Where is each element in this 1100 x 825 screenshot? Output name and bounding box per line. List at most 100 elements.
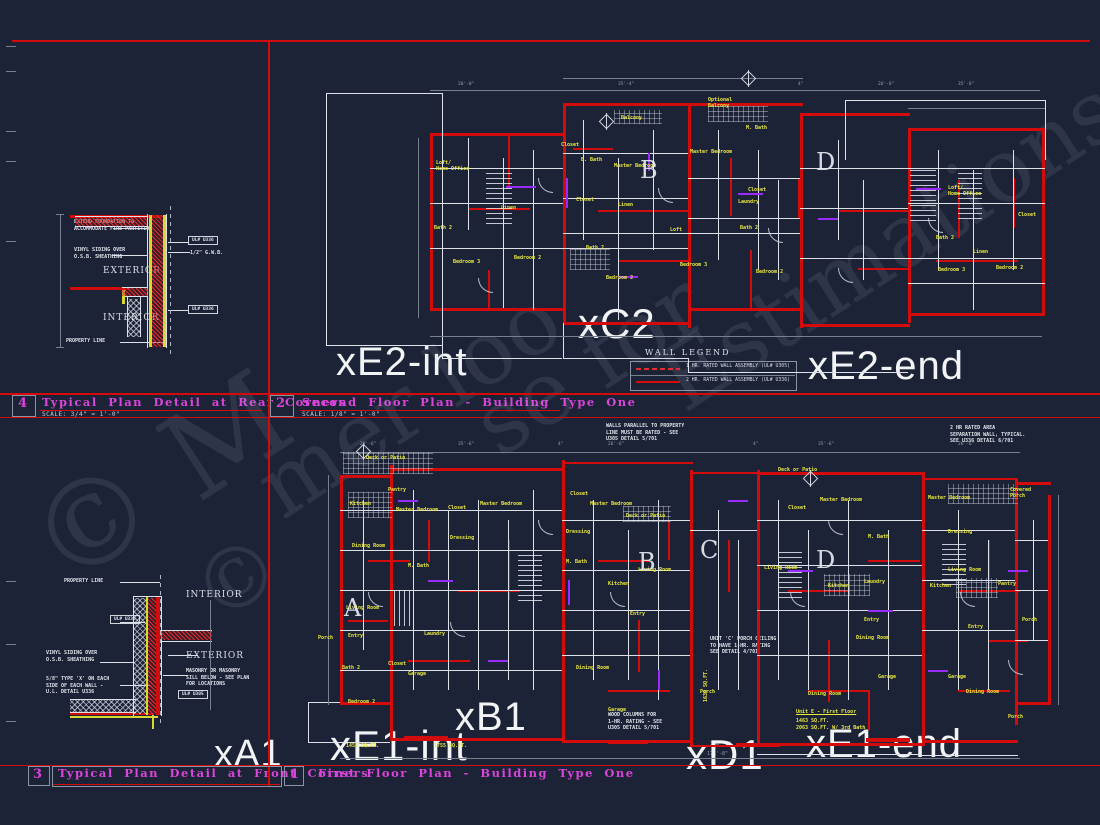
cad-line — [958, 510, 959, 690]
room-label: Entry — [348, 633, 364, 639]
first-floor-number: 1 — [290, 767, 300, 782]
cad-line — [168, 310, 188, 311]
hatch-area — [127, 299, 140, 337]
outline-box — [28, 766, 50, 786]
unit-letter: B — [640, 156, 658, 184]
callout-property-line-rear: PROPERTY LINE — [66, 338, 106, 344]
cad-line — [1015, 540, 1048, 541]
cad-line — [75, 226, 147, 227]
overlay-label-xb1: xB1 — [455, 695, 527, 739]
cad-line — [757, 565, 922, 566]
dimension-text: 35'-6" — [818, 442, 835, 447]
hatch-area — [942, 544, 966, 589]
room-label: B. Bath — [581, 157, 603, 163]
cad-line — [593, 500, 594, 680]
cad-line — [1015, 482, 1051, 485]
cad-line — [688, 218, 800, 219]
cad-line — [738, 193, 763, 195]
outline-box — [270, 395, 294, 417]
note-porch-ceiling: UNIT 'C' PORCH CEILING TO HAVE 1-HR. RAT… — [710, 636, 777, 655]
room-label: Closet — [748, 187, 767, 193]
cad-line — [430, 308, 565, 311]
cad-line — [922, 478, 1018, 480]
room-label: Living Room — [764, 565, 798, 571]
cad-line — [563, 323, 564, 358]
room-label: Laundry — [424, 631, 446, 637]
cad-line — [168, 242, 188, 243]
room-label: M. Bath — [746, 125, 768, 131]
hatch-area — [623, 506, 671, 522]
door-swing-arc — [790, 592, 805, 607]
room-label: Pantry — [388, 487, 407, 493]
cad-line — [503, 158, 504, 308]
cad-line — [922, 630, 1015, 631]
cad-line — [690, 530, 757, 531]
hatch-area — [134, 598, 146, 714]
door-swing-arc — [478, 278, 493, 293]
cad-line — [508, 136, 510, 186]
room-label: Garage — [948, 674, 967, 680]
cad-line — [326, 345, 443, 346]
cad-line — [988, 540, 989, 690]
room-label: Closet — [1018, 212, 1037, 218]
room-label: Kitchen — [350, 501, 372, 507]
cad-line — [160, 630, 212, 631]
cad-line — [166, 214, 167, 348]
cad-line — [133, 596, 161, 597]
detail-front-number: 3 — [33, 767, 43, 782]
room-label: Master Bedroom — [590, 501, 633, 507]
room-label: Closet — [561, 142, 580, 148]
cad-line — [838, 210, 910, 212]
cad-line — [326, 93, 327, 345]
cad-line — [818, 218, 838, 220]
room-label: Living Room — [346, 605, 380, 611]
cad-line — [6, 721, 16, 722]
room-label: Deck or Patio — [366, 455, 406, 461]
hatch-area — [148, 598, 156, 714]
hatch-area — [486, 173, 512, 228]
room-label: Master Bedroom — [690, 149, 733, 155]
room-label: M. Bath — [408, 563, 430, 569]
callout-type-x: 5/8" TYPE 'X' ON EACH SIDE OF EACH WALL … — [46, 676, 110, 695]
room-label: Porch — [1008, 714, 1024, 720]
dimension-text: 4" — [558, 442, 564, 447]
room-label: Bedroom 2 — [514, 255, 542, 261]
cad-line — [140, 297, 141, 337]
cad-line — [863, 180, 864, 280]
cad-line — [845, 100, 846, 160]
room-label: Dining Room — [856, 635, 890, 641]
cad-line — [340, 758, 1020, 759]
room-label: M. Bath — [566, 559, 588, 565]
cad-line — [390, 738, 565, 741]
room-label: M. Bath — [868, 534, 890, 540]
cad-line — [328, 475, 329, 705]
callout-vinyl-siding-rear: VINYL SIDING OVER O.S.B. SHEATHING — [74, 247, 126, 260]
cad-line — [788, 590, 850, 592]
cad-line — [658, 500, 659, 700]
cad-line — [448, 510, 449, 690]
hatch-area — [614, 110, 662, 124]
cad-line — [630, 375, 795, 376]
cad-line — [70, 712, 136, 713]
cad-line — [340, 702, 393, 705]
room-label: Linen — [618, 202, 634, 208]
room-label: Master Bedroom — [614, 163, 657, 169]
cad-line — [133, 596, 134, 716]
cad-line — [808, 690, 870, 692]
cad-line — [300, 410, 560, 411]
cad-line — [340, 550, 562, 551]
cad-line — [12, 40, 1090, 42]
cad-line — [6, 581, 16, 582]
cad-line — [800, 324, 910, 327]
room-label: Garage — [878, 674, 897, 680]
second-floor-number: 2 — [276, 396, 286, 411]
cad-line — [100, 662, 133, 663]
room-label-vertical: 1630 SQ.FT. — [703, 668, 709, 702]
room-label: Bath 2 — [740, 225, 759, 231]
room-label: Dining Room — [576, 665, 610, 671]
room-label: Bath 2 — [586, 245, 605, 251]
cad-line — [757, 655, 922, 656]
cad-line — [122, 296, 148, 297]
door-swing-arc — [658, 188, 673, 203]
room-label: Balcony — [621, 115, 643, 121]
